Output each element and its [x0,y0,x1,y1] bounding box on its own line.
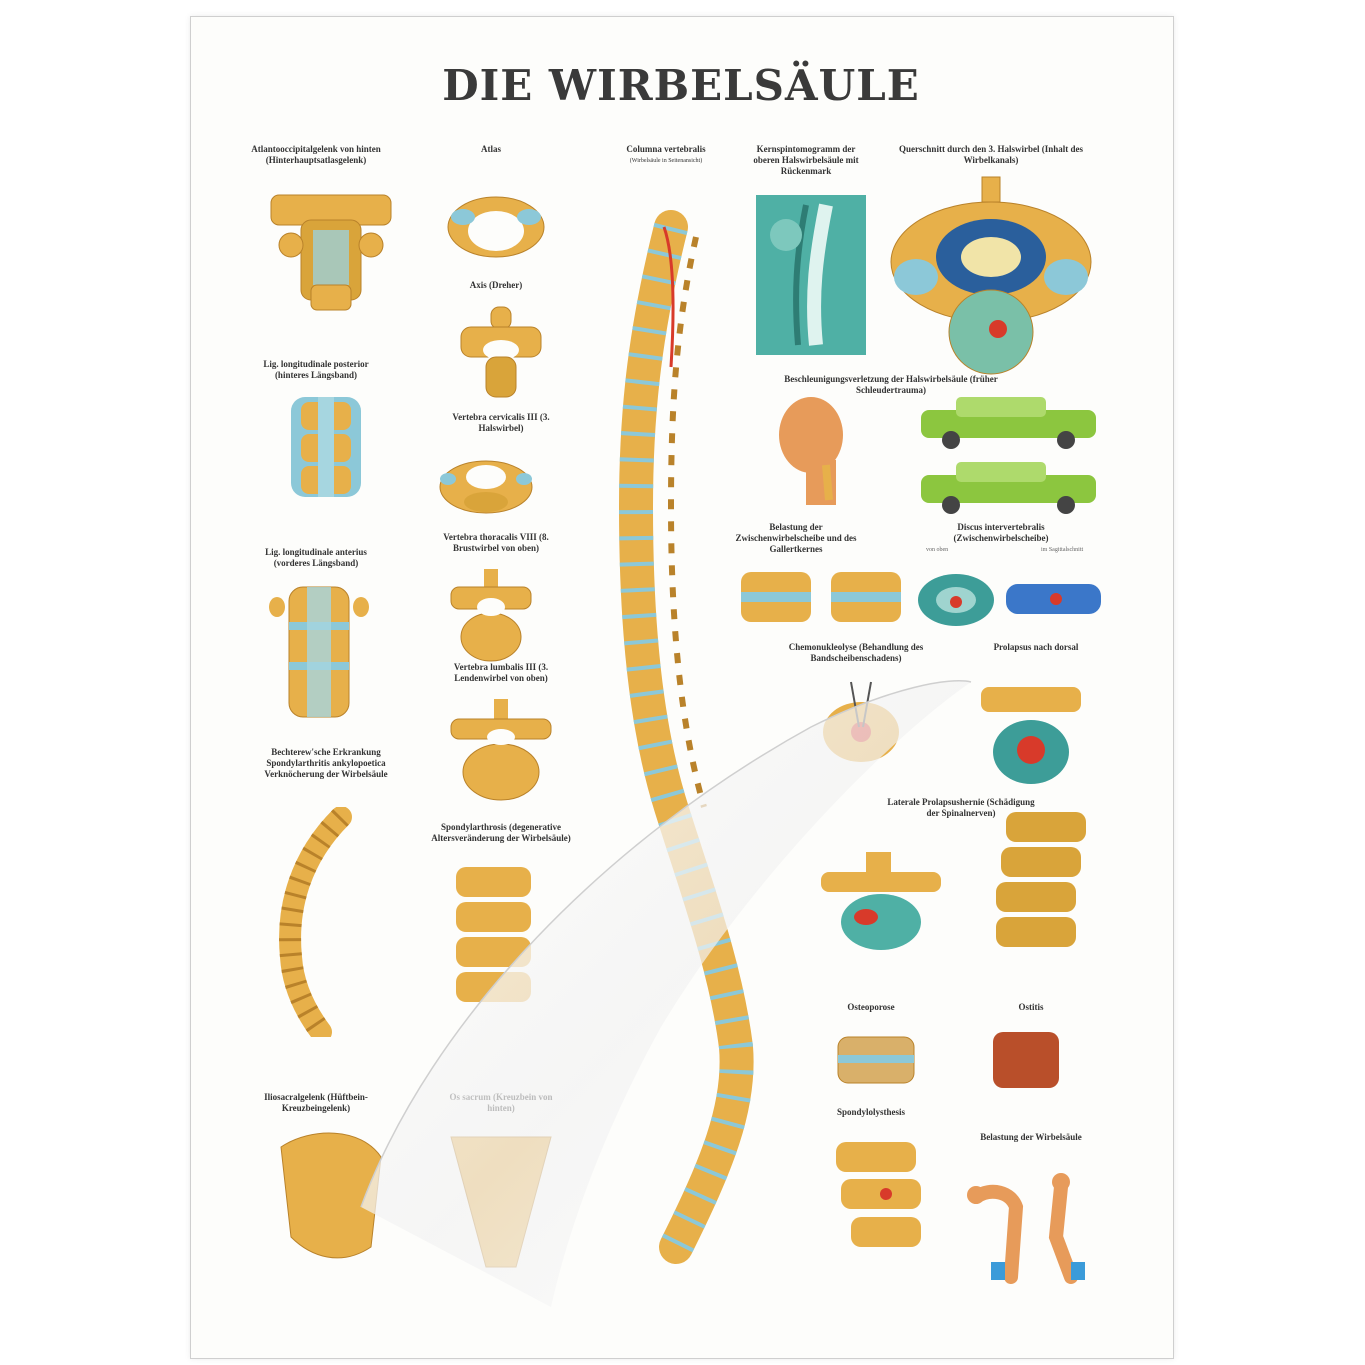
sacrum-illustration [446,1127,556,1277]
mri-illustration [756,195,866,355]
anatomy-poster: DIE WIRBELSÄULE Atlantooccipitalgelenk v… [190,16,1174,1359]
spondyl-illustration [436,862,546,1012]
cross-section-illustration [886,167,1096,377]
discus-top-view-label: von oben [926,547,949,553]
caption-axis: Axis (Dreher) [469,280,523,290]
prolaps-illustration [971,682,1091,792]
caption-cervicalis: Vertebra cervicalis III (3. Halswirbel) [452,412,550,433]
lateral-prolaps-illustration [816,847,946,957]
ilio-illustration [271,1127,391,1267]
lateral-spine-illustration [986,807,1096,957]
caption-chemo: Chemonukleolyse (Behandlung des Bandsche… [788,642,924,663]
caption-columna-sub: (Wirbelsäule in Seitenansicht) [629,158,703,164]
caption-bechterew: Bechterew'sche Erkrankung Spondylarthrit… [264,747,388,779]
caption-ilio: Iliosacralgelenk (Hüftbein-Kreuzbeingele… [264,1092,368,1113]
atlas-illustration [441,187,551,267]
caption-osteoporose: Osteoporose [847,1002,895,1012]
caption-spondyl: Spondylarthrosis (degenerative Altersver… [431,822,571,843]
caption-prolaps: Prolapsus nach dorsal [993,642,1079,652]
caption-atlas: Atlas [481,144,501,154]
discus-sagittal-label: im Sagittalschnitt [1041,547,1084,553]
osteitis-illustration [991,1030,1061,1090]
spondylo-illustration [816,1137,926,1257]
poster-title: DIE WIRBELSÄULE [442,61,920,110]
cervicalis-illustration [436,447,536,517]
caption-belastung-ws: Belastung der Wirbelsäule [980,1132,1082,1142]
lig-post-illustration [286,392,366,502]
caption-thoracalis: Vertebra thoracalis VIII (8. Brustwirbel… [443,532,549,553]
caption-lig-ant: Lig. longitudinale anterius (vorderes Lä… [265,547,367,568]
caption-sacrum: Os sacrum (Kreuzbein von hinten) [449,1092,553,1113]
caption-columna: Columna vertebralis [626,144,706,154]
car-crash-illustration-2 [916,457,1101,517]
caption-besch: Beschleunigungsverletzung der Halswirbel… [784,374,998,395]
lifting-figures-illustration [961,1167,1101,1287]
lig-ant-illustration [269,582,369,722]
osteoporose-illustration [836,1035,916,1085]
discus-illustration [916,572,1106,627]
chemo-illustration [811,677,911,777]
caption-querschnitt: Querschnitt durch den 3. Halswirbel (Inh… [898,144,1084,165]
thoracalis-illustration [441,567,541,667]
belastung-zw-illustration [736,567,906,627]
whiplash-head-illustration [771,395,861,505]
bechterew-illustration [261,807,361,1037]
caption-kernspin: Kernspintomogramm der oberen Halswirbels… [753,144,859,176]
columna-vertebralis-illustration [576,207,776,1287]
caption-discus: Discus intervertebralis (Zwischenwirbels… [953,522,1049,543]
caption-lumbalis: Vertebra lumbalis III (3. Lendenwirbel v… [453,662,549,683]
caption-atlanto: Atlantooccipitalgelenk von hinten (Hinte… [251,144,381,165]
lumbalis-illustration [446,697,556,807]
caption-spondylo: Spondylolysthesis [836,1107,906,1117]
atlanto-illustration [261,185,401,315]
axis-illustration [451,302,551,402]
caption-lig-post: Lig. longitudinale posterior (hinteres L… [263,359,369,380]
car-crash-illustration-1 [916,392,1101,452]
caption-osteitis: Ostitis [1018,1002,1044,1012]
caption-belastung-zw: Belastung der Zwischenwirbelscheibe und … [735,522,857,554]
